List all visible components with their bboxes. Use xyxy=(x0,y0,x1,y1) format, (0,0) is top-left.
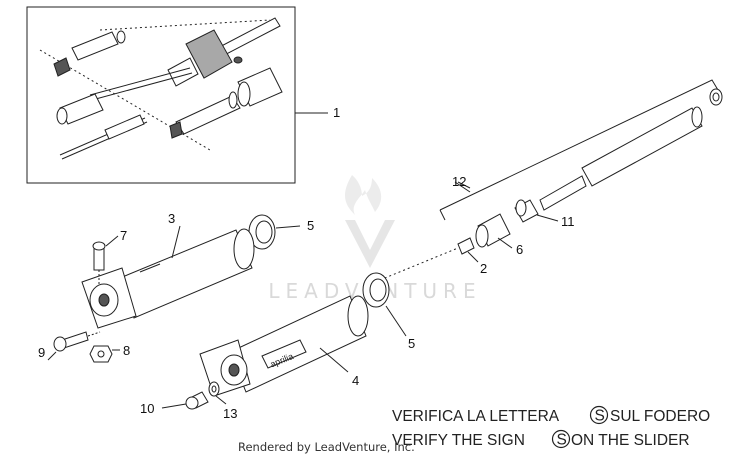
note-en-before: VERIFY THE SIGN xyxy=(392,432,525,449)
slider-3 xyxy=(81,228,255,329)
callout-4: 4 xyxy=(352,373,359,388)
callout-2: 2 xyxy=(480,261,487,276)
watermark-flame-icon xyxy=(344,175,382,215)
callout-6: 6 xyxy=(516,242,523,257)
callout-13: 13 xyxy=(223,406,237,421)
watermark-v-icon xyxy=(345,220,395,268)
washer-13 xyxy=(208,381,220,397)
note-en-symbol: S xyxy=(557,432,567,449)
svg-text:VERIFICA LA LETTERA: VERIFICA LA LETTERA xyxy=(392,408,560,425)
note-en-after: ON THE SLIDER xyxy=(571,432,690,449)
callout-7: 7 xyxy=(120,228,127,243)
callout-12: 12 xyxy=(452,174,466,189)
note-italian: VERIFICA LA LETTERA S SUL FODERO xyxy=(392,405,710,425)
screw-7 xyxy=(92,241,106,286)
inset-assembly-box xyxy=(26,6,296,184)
bolt-9 xyxy=(53,331,101,352)
bracket-12 xyxy=(439,79,719,211)
cap-10 xyxy=(185,391,209,410)
seal-5-lower xyxy=(362,272,390,308)
callout-9: 9 xyxy=(38,345,45,360)
credit-text: Rendered by LeadVenture, Inc. xyxy=(238,440,415,454)
callout-5-upper: 5 xyxy=(307,218,314,233)
cartridge-tube xyxy=(581,107,703,187)
nut-2 xyxy=(457,237,475,255)
callout-3: 3 xyxy=(168,211,175,226)
callout-1: 1 xyxy=(333,105,340,120)
callout-10: 10 xyxy=(140,401,154,416)
seal-5-upper xyxy=(248,214,276,250)
callout-11: 11 xyxy=(561,214,575,229)
damper-cartridge-group xyxy=(379,79,723,281)
note-it-after: SUL FODERO xyxy=(610,408,710,425)
nut-8 xyxy=(89,345,113,363)
callout-8: 8 xyxy=(123,343,130,358)
note-it-before: VERIFICA LA LETTERA xyxy=(392,408,560,425)
callout-5-lower: 5 xyxy=(408,336,415,351)
note-english: VERIFY THE SIGN S ON THE SLIDER xyxy=(392,429,690,449)
slider-4: aprilia xyxy=(199,295,369,397)
note-it-symbol: S xyxy=(595,408,605,425)
